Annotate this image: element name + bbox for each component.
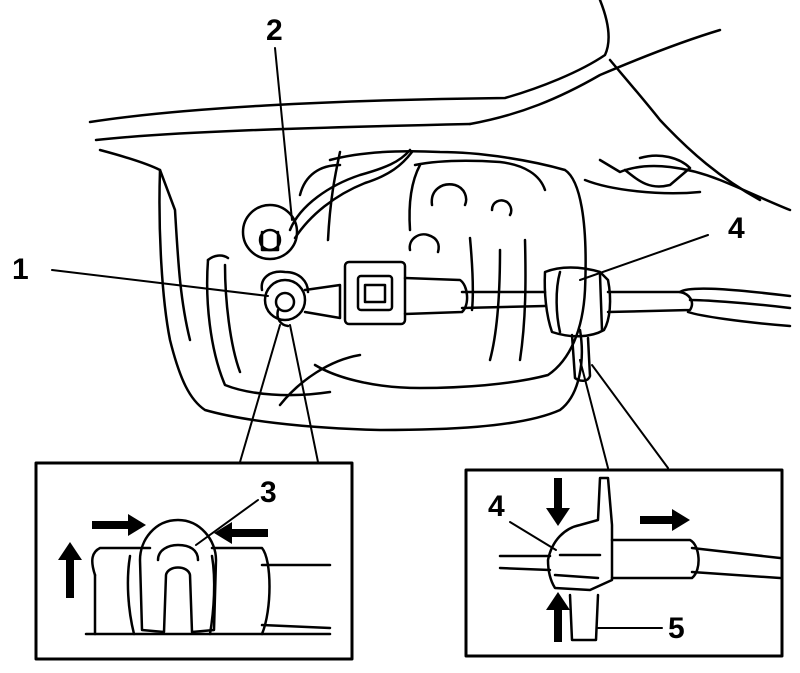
callout-2: 2: [266, 14, 283, 47]
callout-4-detail: 4: [488, 490, 505, 523]
cable-retainer: [543, 266, 792, 382]
shift-cable: [343, 260, 547, 326]
detail-box-clip: [34, 461, 354, 661]
zoom-lines: [239, 324, 669, 469]
detail-box-retainer: [464, 468, 784, 658]
callout-4-main: 4: [728, 212, 745, 245]
callout-3: 3: [260, 476, 277, 509]
leader-lines: [51, 47, 709, 297]
cable-end-joint: [260, 270, 342, 328]
upper-clip: [241, 148, 414, 261]
callout-5: 5: [668, 612, 685, 645]
callout-1: 1: [12, 253, 29, 286]
vehicle-body-outline: [88, 0, 792, 432]
